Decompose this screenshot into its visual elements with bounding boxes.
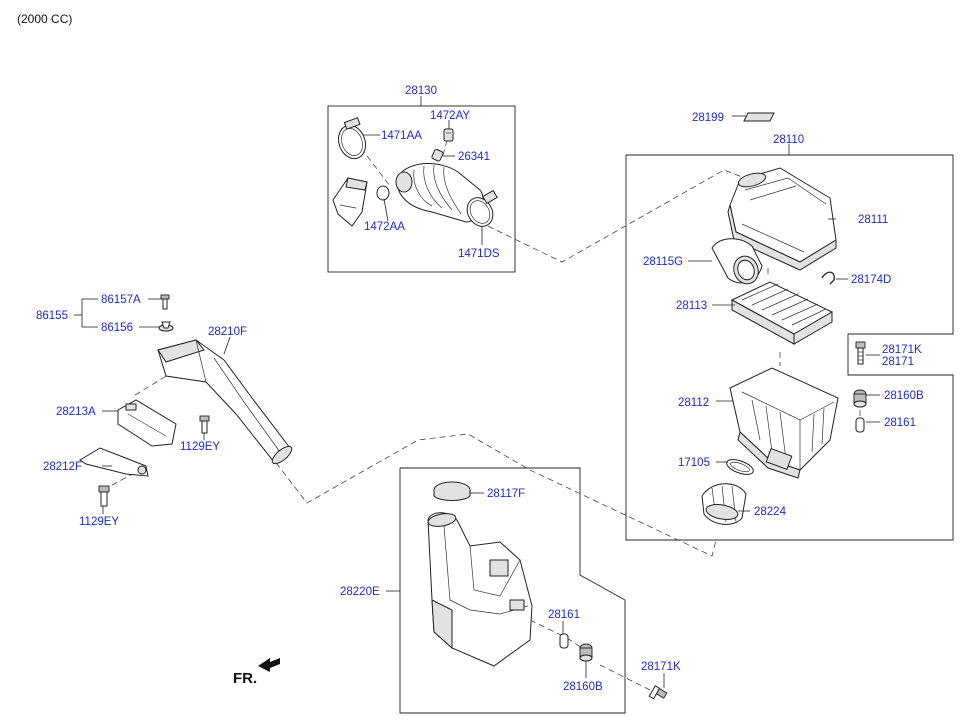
callout-28111: 28111 [858,214,888,226]
front-direction-label: FR. [233,670,257,687]
bolt-1129EY-a-drawing [199,415,210,434]
screw-1472AY-drawing [443,128,454,142]
clamp-1472AA-drawing [376,185,390,201]
clamp-1471DS-drawing [466,189,498,227]
clip-28174D-drawing [821,271,835,285]
grommet-28160B-drawing [853,389,867,408]
engine-spec-label: (2000 CC) [17,12,72,26]
callout-28171K-a: 28171K [882,344,922,356]
clamp-1471AA-drawing [337,117,367,160]
bracket-28212F-drawing [79,447,149,477]
duct-28115G-drawing [711,238,763,285]
duct-28210F-drawing [157,339,293,465]
leader-lines [74,96,880,688]
sensor-26341-drawing [431,148,444,162]
bolt-86157A-drawing [160,294,170,310]
cap-28117F-drawing [433,481,471,501]
callout-28117F: 28117F [487,488,525,500]
callout-28115G: 28115G [643,256,683,268]
intake-hose-drawing [395,162,484,223]
hose-28224-drawing [701,483,747,525]
bracket-28213A-drawing [117,399,177,447]
callout-86156: 86156 [101,322,133,334]
callout-28113: 28113 [676,300,707,312]
callout-1129EY-b: 1129EY [79,516,119,528]
callout-28210F: 28210F [208,326,247,338]
filter-28113-drawing [730,281,834,345]
callout-1472AY: 1472AY [430,110,470,122]
body-28112-drawing [729,367,839,479]
callout-26341: 26341 [458,151,490,163]
callout-17105: 17105 [678,457,710,469]
callout-28130: 28130 [405,85,437,97]
callout-28213A: 28213A [56,406,96,418]
callout-28171: 28171 [882,356,914,368]
callout-28212F: 28212F [43,461,82,473]
callout-28174D: 28174D [851,274,891,286]
callout-28199: 28199 [692,112,724,124]
bushing-28161-b-drawing [559,633,569,649]
group-box-28110 [625,154,954,541]
callout-86155: 86155 [36,310,68,322]
callout-28171K-b: 28171K [641,661,681,673]
front-direction-arrow-icon [258,658,280,672]
grommet-28160B-b-drawing [579,643,593,662]
gasket-17105-drawing [726,459,754,475]
callout-28112: 28112 [678,397,709,409]
bolt-28171K-b-drawing [648,685,668,700]
callout-28160B-b: 28160B [563,681,603,693]
bushing-28161-drawing [855,417,865,433]
callout-28161-b: 28161 [548,609,580,621]
callout-1471AA: 1471AA [381,130,422,142]
resonator-28220E-drawing [427,512,533,667]
callout-1471DS: 1471DS [458,248,500,260]
bolt-28171K-drawing [855,341,866,365]
callout-28161-a: 28161 [884,417,916,429]
cover-28111-drawing [727,167,837,271]
resonator-duct-drawing [332,177,368,227]
callout-1129EY-a: 1129EY [180,441,220,453]
bolt-1129EY-b-drawing [98,485,110,507]
clip-86156-drawing [158,321,174,332]
callout-28224: 28224 [754,506,787,518]
callout-28220E: 28220E [340,586,380,598]
label-28199-drawing [743,112,775,122]
group-box-28130 [327,105,516,273]
callout-1472AA: 1472AA [364,221,405,233]
callout-28160B-a: 28160B [884,390,924,402]
callout-28110: 28110 [773,134,804,146]
group-box-28220E [399,467,626,714]
callout-86157A: 86157A [101,294,141,306]
